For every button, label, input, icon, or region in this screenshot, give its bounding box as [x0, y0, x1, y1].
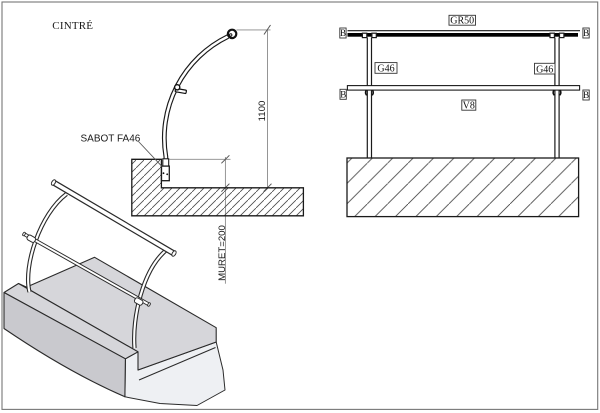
svg-text:B: B [583, 28, 589, 38]
svg-text:1100: 1100 [257, 101, 268, 122]
svg-text:B: B [340, 28, 346, 38]
svg-text:SABOT FA46: SABOT FA46 [81, 133, 141, 144]
svg-text:V8: V8 [463, 101, 475, 112]
svg-text:B: B [340, 90, 346, 100]
svg-text:G46: G46 [536, 64, 553, 75]
svg-text:G46: G46 [377, 64, 394, 75]
svg-text:GR50: GR50 [450, 16, 474, 27]
svg-text:B: B [583, 90, 589, 100]
svg-text:CINTRÉ: CINTRÉ [52, 20, 93, 32]
svg-text:MURET=200: MURET=200 [217, 225, 228, 281]
